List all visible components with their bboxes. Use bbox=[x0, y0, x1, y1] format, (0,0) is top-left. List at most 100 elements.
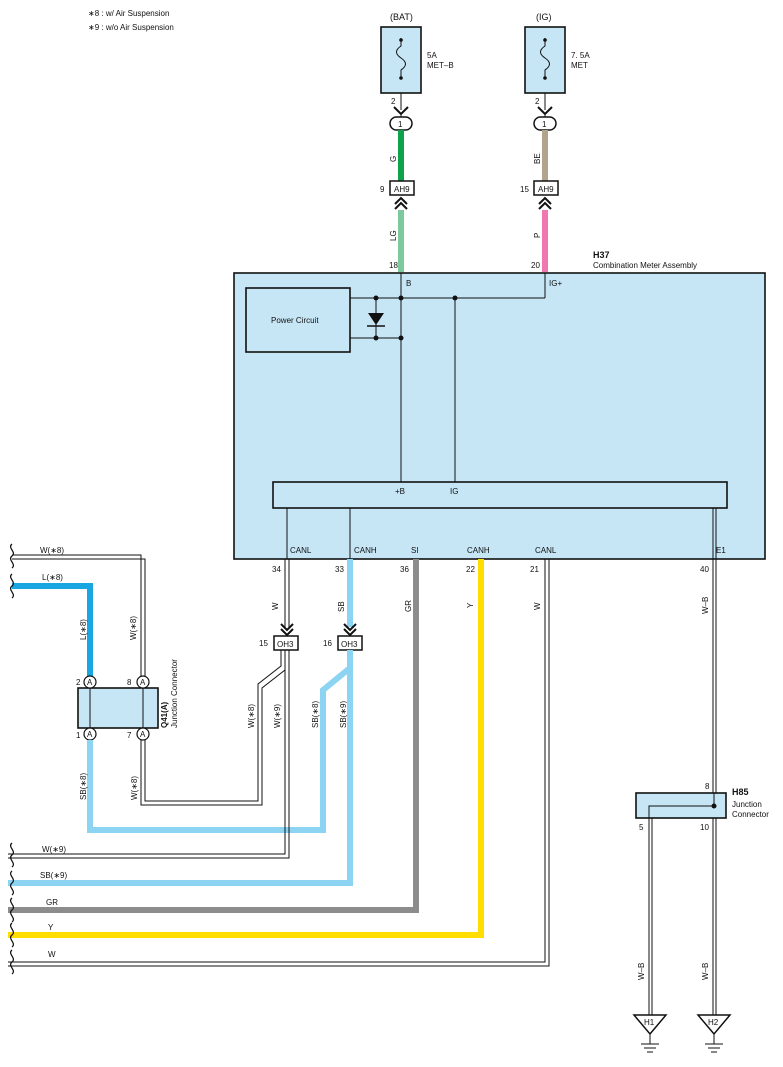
wire-canh-yellow bbox=[8, 559, 484, 938]
left-wire-label: GR bbox=[46, 898, 58, 907]
left-wire-label: Y bbox=[48, 923, 54, 932]
left-wire-label: L(∗8) bbox=[42, 573, 63, 582]
wire-si-gray bbox=[8, 559, 419, 913]
splice-number: 1 bbox=[542, 120, 547, 129]
oh3-pin: 15 bbox=[259, 639, 268, 648]
connector-arrow-icon bbox=[280, 623, 294, 637]
h85-pin: 8 bbox=[705, 782, 710, 791]
wire-color-label: GR bbox=[404, 600, 413, 612]
meter-pin-ig-plus: IG+ bbox=[549, 279, 562, 288]
wire-color-label: W(∗8) bbox=[130, 776, 139, 800]
meter-pin-number: 36 bbox=[400, 565, 409, 574]
internal-wiring bbox=[350, 273, 546, 482]
ground-h2: H2 bbox=[696, 1014, 732, 1053]
meter-pin-number: 21 bbox=[530, 565, 539, 574]
oh3-pin: 16 bbox=[323, 639, 332, 648]
wire-w8-top bbox=[12, 554, 146, 680]
connector-pin: 15 bbox=[520, 185, 529, 194]
wire-l-blue bbox=[12, 583, 93, 700]
ground-h1: H1 bbox=[632, 1014, 668, 1053]
meter-pin-e1: E1 bbox=[716, 546, 726, 555]
wire-color-label: SB(∗8) bbox=[79, 773, 88, 800]
fuse-met-b: (BAT) 5A MET–B 2 1 G 9 AH9 LG 18 bbox=[380, 12, 454, 272]
fuse-met: (IG) 7. 5A MET 2 1 BE 15 AH9 P 20 bbox=[520, 12, 590, 272]
wire-e1-white-black bbox=[712, 559, 717, 793]
h85-name: Junction bbox=[732, 800, 762, 809]
meter-name: Combination Meter Assembly bbox=[593, 261, 697, 270]
wire-sb9-sky-blue bbox=[8, 650, 353, 886]
meter-pin-number: 34 bbox=[272, 565, 281, 574]
splice-number: 1 bbox=[398, 120, 403, 129]
ground-name: H2 bbox=[708, 1018, 719, 1027]
wire-color-label: Y bbox=[466, 602, 475, 608]
power-circuit-box bbox=[245, 287, 351, 353]
wire-color-label: W–B bbox=[701, 597, 710, 614]
left-wire-label: W(∗9) bbox=[42, 845, 66, 854]
meter-code: H37 bbox=[593, 250, 610, 260]
wire-canh-sky-blue: SB bbox=[337, 559, 357, 637]
ground-symbol-icon bbox=[705, 1034, 723, 1053]
note-air-suspension: ∗8 : w/ Air Suspension bbox=[88, 9, 169, 18]
connector-ah9 bbox=[533, 180, 559, 196]
connector-arrow-icon bbox=[394, 196, 408, 210]
connector-name: AH9 bbox=[394, 185, 410, 194]
meter-pin-number: 20 bbox=[531, 261, 540, 270]
ground-wires bbox=[648, 818, 717, 1015]
connector-arrow-icon bbox=[343, 623, 357, 637]
left-wire-label: W(∗8) bbox=[40, 546, 64, 555]
fuse-source-label: (IG) bbox=[536, 12, 552, 22]
connector-ah9 bbox=[389, 180, 415, 196]
meter-pin-number: 22 bbox=[466, 565, 475, 574]
meter-pin-b: B bbox=[406, 279, 411, 288]
wire-color-label: G bbox=[389, 156, 398, 162]
connector-arrow-icon bbox=[538, 196, 552, 210]
fuse-icon bbox=[396, 38, 406, 78]
wire-color-label: SB(∗8) bbox=[311, 701, 320, 728]
jc-code: Q41(A) bbox=[160, 701, 169, 728]
oh3-name: OH3 bbox=[277, 640, 294, 649]
power-circuit-label: Power Circuit bbox=[271, 316, 319, 325]
wire-color-label: SB bbox=[337, 601, 346, 612]
jc-name: Junction Connector bbox=[170, 659, 179, 728]
ground-name: H1 bbox=[644, 1018, 655, 1027]
wire-sb8-sky-blue bbox=[87, 650, 353, 833]
jc-pin-number: 2 bbox=[76, 678, 81, 687]
jc-pin-number: 8 bbox=[127, 678, 132, 687]
h85-name-2: Connector bbox=[732, 810, 769, 819]
oh3-name: OH3 bbox=[341, 640, 358, 649]
meter-pin-number: 33 bbox=[335, 565, 344, 574]
junction-connector-q41 bbox=[77, 687, 159, 729]
left-wire-label: W bbox=[48, 950, 56, 959]
wire-color-label: BE bbox=[533, 153, 542, 164]
wire-color-label: SB(∗9) bbox=[339, 701, 348, 728]
fuse-rating: 5A bbox=[427, 51, 437, 60]
wire-canl-white: W bbox=[271, 559, 294, 637]
fuse-name: MET–B bbox=[427, 61, 454, 70]
connector-oh3-15 bbox=[273, 635, 299, 651]
meter-pin-canh: CANH bbox=[354, 546, 377, 555]
break-lines bbox=[9, 543, 15, 975]
meter-pin-si: SI bbox=[411, 546, 419, 555]
h85-pin: 10 bbox=[700, 823, 709, 832]
left-wire-label: SB(∗9) bbox=[40, 871, 67, 880]
ground-triangle-icon bbox=[632, 1014, 668, 1036]
wire-canl-white-2 bbox=[8, 559, 550, 967]
meter-pin-canh-2: CANH bbox=[467, 546, 490, 555]
wire-color-label: P bbox=[533, 233, 542, 238]
h85-code: H85 bbox=[732, 787, 749, 797]
connector-name: AH9 bbox=[538, 185, 554, 194]
note-no-air-suspension: ∗9 : w/o Air Suspension bbox=[88, 23, 174, 32]
meter-pin-number: 40 bbox=[700, 565, 709, 574]
jc-pins: A A A A bbox=[83, 675, 150, 741]
wire-color-label: LG bbox=[389, 230, 398, 241]
wire-color-label: W bbox=[533, 602, 542, 610]
ground-symbol-icon bbox=[641, 1034, 659, 1053]
ground-triangle-icon bbox=[696, 1014, 732, 1036]
meter-inner-bus bbox=[272, 481, 728, 509]
jc-pin-letter: A bbox=[87, 730, 93, 739]
fuse-pin: 2 bbox=[391, 97, 396, 106]
wire-color-label: L(∗8) bbox=[79, 619, 88, 640]
wire-color-label: W–B bbox=[701, 963, 710, 980]
jc-pin-number: 1 bbox=[76, 731, 81, 740]
meter-pin-number: 18 bbox=[389, 261, 398, 270]
